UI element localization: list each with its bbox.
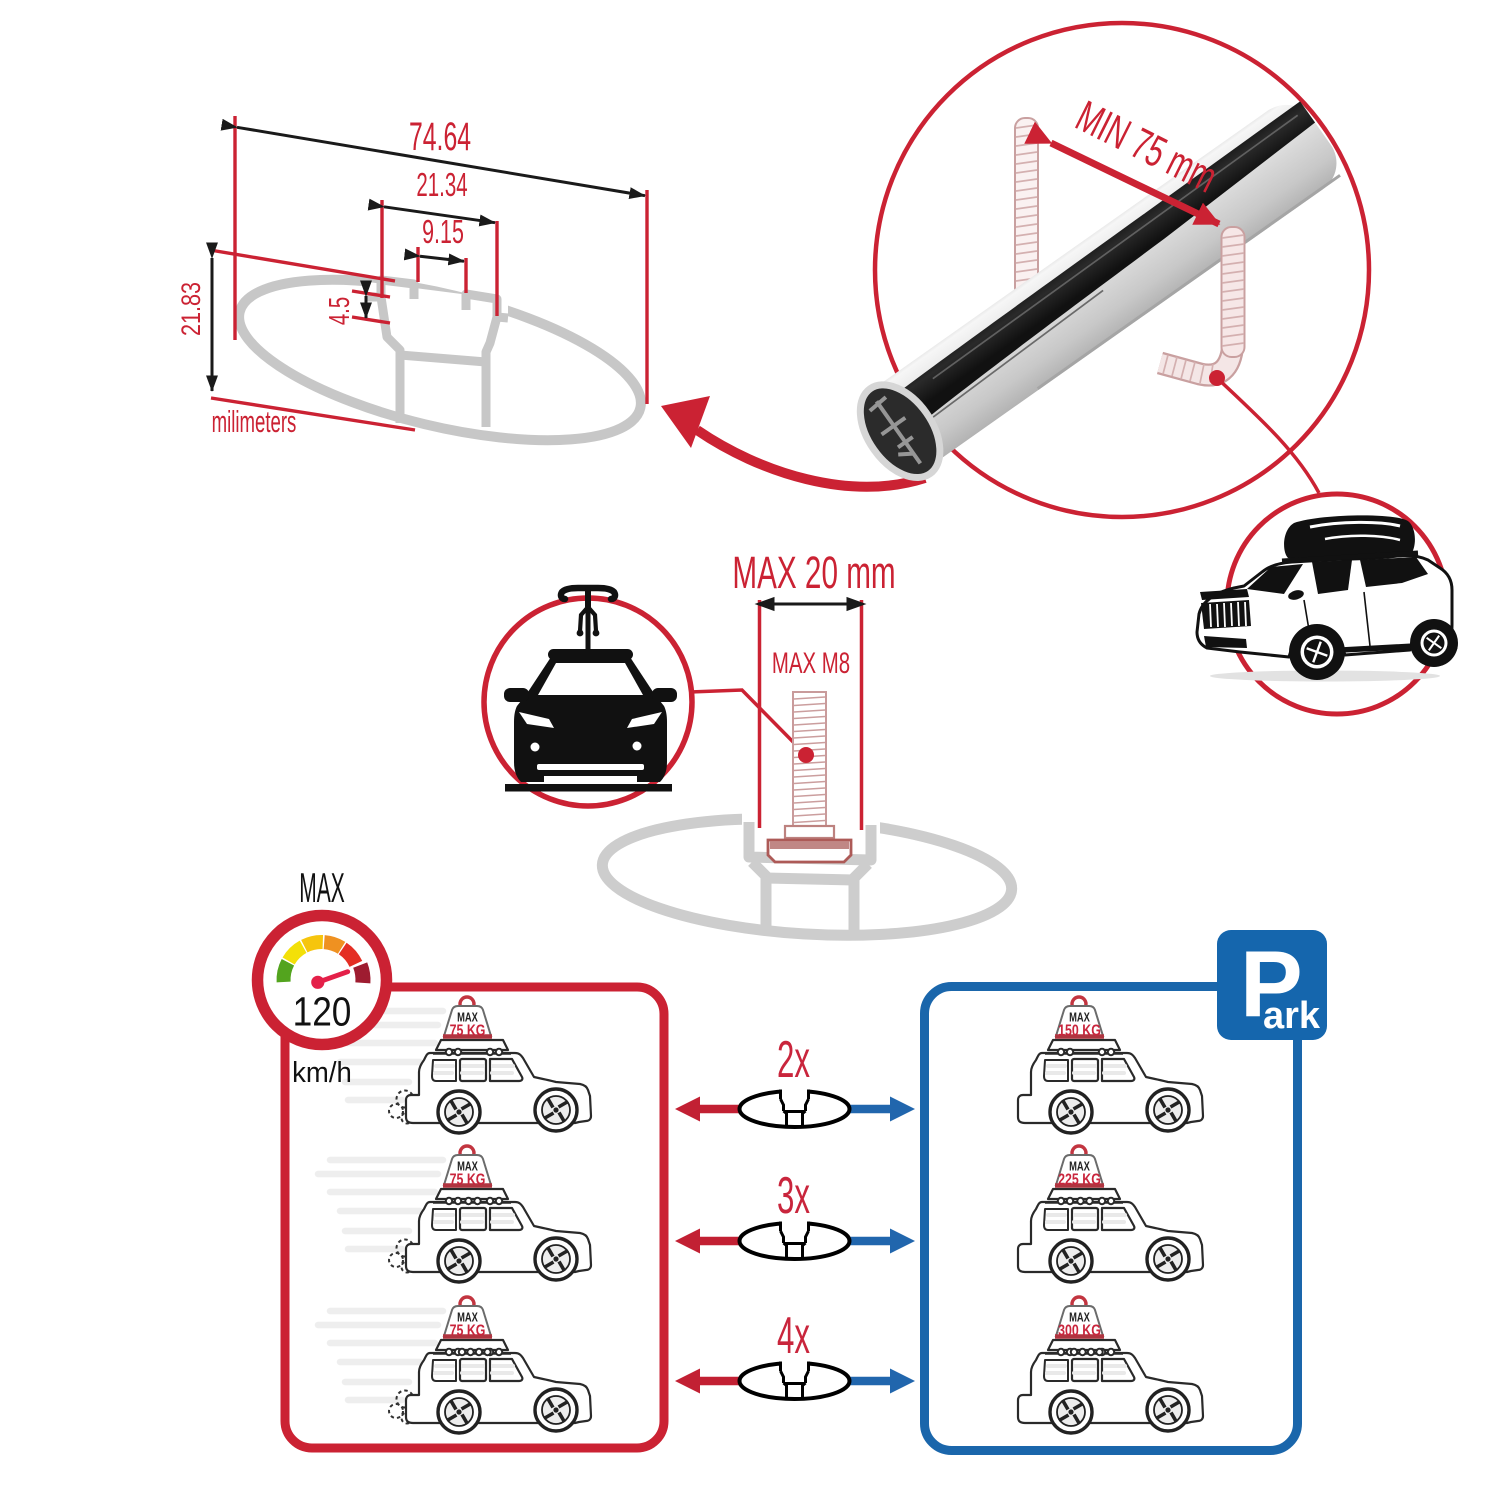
svg-text:75 KG: 75 KG <box>450 1021 486 1039</box>
svg-text:75 KG: 75 KG <box>450 1321 486 1339</box>
svg-text:MAX: MAX <box>1069 1011 1090 1025</box>
svg-text:MAX: MAX <box>457 1160 478 1174</box>
svg-text:km/h: km/h <box>292 1055 352 1088</box>
svg-text:MAX: MAX <box>299 865 344 912</box>
svg-text:3x: 3x <box>777 1167 810 1225</box>
svg-text:milimeters: milimeters <box>212 405 297 439</box>
svg-text:120: 120 <box>293 989 352 1035</box>
svg-text:MAX: MAX <box>457 1011 478 1025</box>
svg-text:225 KG: 225 KG <box>1058 1170 1101 1188</box>
svg-text:300 KG: 300 KG <box>1058 1321 1101 1339</box>
svg-text:150 KG: 150 KG <box>1058 1021 1101 1039</box>
svg-text:MAX M8: MAX M8 <box>772 647 850 680</box>
svg-text:4x: 4x <box>777 1307 810 1365</box>
svg-text:MAX: MAX <box>1069 1311 1090 1325</box>
svg-text:74.64: 74.64 <box>409 115 471 159</box>
svg-text:2x: 2x <box>777 1031 810 1089</box>
svg-text:9.15: 9.15 <box>422 213 464 250</box>
svg-text:MAX: MAX <box>1069 1160 1090 1174</box>
svg-text:75 KG: 75 KG <box>450 1170 486 1188</box>
svg-text:21.34: 21.34 <box>416 166 467 203</box>
svg-text:P: P <box>1240 931 1303 1036</box>
svg-text:MAX: MAX <box>457 1311 478 1325</box>
svg-text:ark: ark <box>1263 995 1321 1037</box>
svg-text:MAX 20 mm: MAX 20 mm <box>732 548 895 599</box>
svg-text:4.5: 4.5 <box>324 297 356 325</box>
svg-text:21.83: 21.83 <box>177 282 207 336</box>
